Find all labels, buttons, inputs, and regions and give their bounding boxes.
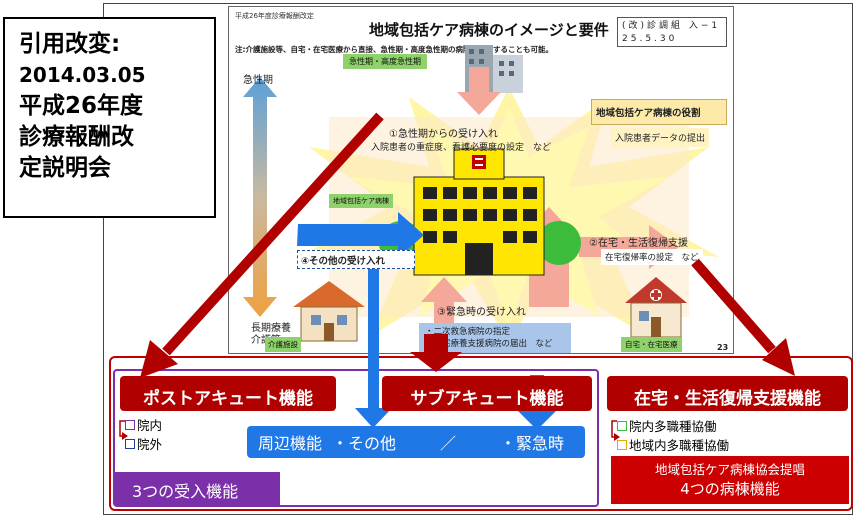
post-acute-list: 院内 院外 [125,415,162,453]
peripheral-slash: ／ [440,434,457,453]
association-line-2: 4つの病棟機能 [680,480,780,498]
flow3-title: ③緊急時の受け入れ [437,307,526,318]
peripheral-function-bar: 周辺機能 ・その他 ／ ・緊急時 [247,426,585,458]
flow3-line-1: ・二次救急病院の指定 [425,327,511,337]
post-acute-item-outside: 院外 [125,434,162,453]
three-acceptance-label: 3つの受入機能 [115,472,280,505]
role-subtitle: 入院患者データの提出 [611,128,710,147]
association-label: 地域包括ケア病棟協会提唱 4つの病棟機能 [611,456,849,504]
post-acute-item-in-hospital: 院内 [125,415,162,434]
checkbox-icon [617,439,627,450]
home-care-icon [625,277,687,338]
four-functions-frame [109,356,853,511]
peripheral-label: 周辺機能 [258,434,323,453]
post-acute-item-label: 院外 [137,437,163,452]
home-support-item-label: 院内多職種協働 [629,419,717,434]
sub-acute-function: サブアキュート機能 [382,376,592,411]
peripheral-other: ・その他 [332,434,397,453]
citation-line-3: 平成26年度 [19,93,144,119]
home-support-item-in-hospital: 院内多職種協働 [617,416,729,435]
citation-line-4: 診療報酬改 [19,124,134,150]
home-support-list: 院内多職種協働 地域内多職種協働 [617,416,729,454]
citation-box: 引用改変: 2014.03.05 平成26年度 診療報酬改 定説明会 [3,17,216,218]
other-acceptance-box: ④その他の受け入れ [297,250,415,269]
hospital-label: 地域包括ケア病棟 [329,194,393,208]
slide-code-box: (改)診調組 入−1 25.5.30 [617,17,727,47]
post-acute-function: ポストアキュート機能 [120,376,336,411]
checkbox-icon [125,419,135,430]
citation-line-1: 引用改変: [19,31,121,57]
slide-code-line-2: 25.5.30 [622,34,678,44]
three-acceptance-frame [113,369,599,507]
flow2-title: ②在宅・生活復帰支援 [589,238,688,249]
acute-phase-label: 急性期 [243,75,273,86]
care-facility-label: 介護施設 [265,337,301,352]
citation-line-5: 定説明会 [19,155,111,181]
slide-header: 平成26年度診療報酬改定 [235,12,314,20]
flow1-subtitle: 入院患者の重症度、看護必要度の設定 など [371,143,552,153]
association-line-1: 地域包括ケア病棟協会提唱 [654,462,805,477]
slide-code-line-1: (改)診調組 入−1 [622,21,721,31]
checkbox-icon [617,420,627,431]
role-title-box: 地域包括ケア病棟の役割 [591,99,727,125]
flow3-box: ・二次救急病院の指定 ・在宅療養支援病院の届出 など [419,323,571,353]
flow3-line-2: ・在宅療養支援病院の届出 など [425,339,553,349]
slide-page-number: 23 [717,343,729,352]
outer-frame [103,3,853,515]
home-support-item-label: 地域内多職種協働 [629,438,730,453]
post-acute-item-label: 院内 [137,418,163,433]
peripheral-emergency: ・緊急時 [500,434,565,453]
flow2-subtitle: 在宅復帰率の設定 など [601,249,703,265]
embedded-slide: 平成26年度診療報酬改定 地域包括ケア病棟のイメージと要件 (改)診調組 入−1… [228,6,734,354]
slide-note: 注:介護施設等、自宅・在宅医療から直接、急性期・高度急性期の病院へ入院することも… [235,45,553,54]
checkbox-icon [125,438,135,449]
flow1-title: ①急性期からの受け入れ [389,129,498,140]
care-facility-icon [293,281,365,342]
home-return-support-function: 在宅・生活復帰支援機能 [607,376,848,411]
slide-title: 地域包括ケア病棟のイメージと要件 [369,21,609,39]
acute-label: 急性期・高度急性期 [343,54,427,69]
home-support-item-regional: 地域内多職種協働 [617,435,729,454]
home-care-label: 自宅・在宅医療 [621,337,682,352]
citation-date: 2014.03.05 [19,63,146,87]
